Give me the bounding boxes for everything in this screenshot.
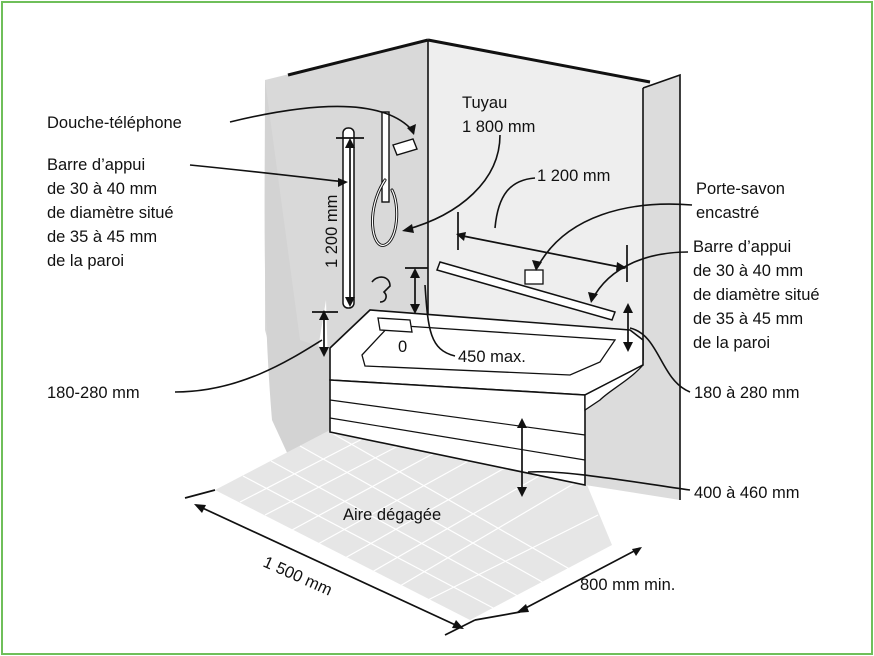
leader-barre-left <box>189 164 346 183</box>
faucet-spout <box>377 317 413 333</box>
label-barre-left-3: de diamètre situé <box>47 204 174 222</box>
leader-porte-savon-arrow <box>532 260 542 271</box>
label-left-180-280: 180-280 mm <box>47 384 140 402</box>
soap-dish <box>524 269 544 285</box>
shower-rail <box>381 111 390 203</box>
dim-vertical-1200-arrow-bottom <box>345 297 355 307</box>
dim-1500 <box>195 504 463 629</box>
dim-800-tick <box>474 611 521 621</box>
left-wall-shade <box>264 80 330 470</box>
leader-h1200 <box>494 177 536 229</box>
dim-800-arrow-left <box>516 604 529 613</box>
leader-douche <box>229 105 413 131</box>
label-horizontal-1200: 1 200 mm <box>537 167 610 185</box>
label-barre-left-4: de 35 à 45 mm <box>47 228 157 246</box>
label-1500: 1 500 mm <box>260 553 334 599</box>
dim-450-arrow-bottom <box>410 304 420 314</box>
dim-450-arrow-top <box>410 268 420 278</box>
dim-right-arrow-top <box>623 303 633 313</box>
dim-1500-arrow-left <box>194 504 206 513</box>
leader-450 <box>424 284 456 357</box>
dim-left-arrow-top <box>319 310 329 320</box>
label-right-180-280: 180 à 280 mm <box>694 384 799 402</box>
label-aire-degagee: Aire dégagée <box>343 506 441 524</box>
label-barre-right-2: de 30 à 40 mm <box>693 262 803 280</box>
mixing-valve <box>371 276 391 303</box>
dim-vertical-1200-arrow-top <box>345 138 355 148</box>
dim-left-arrow-bottom <box>319 347 329 357</box>
label-800-min: 800 mm min. <box>580 576 675 594</box>
label-barre-right-3: de diamètre situé <box>693 286 820 304</box>
bathtub-side <box>584 364 644 412</box>
leader-right-180 <box>629 327 691 393</box>
leader-tuyau-arrow <box>402 224 414 233</box>
label-vertical-1200: 1 200 mm <box>323 195 341 268</box>
label-450-max: 450 max. <box>458 348 526 366</box>
leader-barre-right-arrow <box>588 292 598 303</box>
right-wall <box>585 75 680 500</box>
label-porte-savon-2: encastré <box>696 204 759 222</box>
shower-head <box>392 138 418 156</box>
dim-800-arrow-right <box>632 547 642 556</box>
dim-400-arrow-top <box>517 418 527 428</box>
shower-hose-inner <box>372 179 398 246</box>
label-tuyau-2: 1 800 mm <box>462 118 535 136</box>
leader-porte-savon <box>536 203 693 269</box>
grab-bar-vertical <box>342 127 355 309</box>
leader-barre-right <box>591 251 689 301</box>
label-barre-left-2: de 30 à 40 mm <box>47 180 157 198</box>
bathtub-apron-line-2 <box>329 417 586 461</box>
dim-400-arrow-bottom <box>517 487 527 497</box>
floor <box>215 430 612 620</box>
leader-left-180 <box>174 339 323 393</box>
leader-400 <box>527 470 691 491</box>
leader-douche-arrow <box>407 124 416 135</box>
grab-bar-horizontal <box>436 261 616 321</box>
label-barre-left-5: de la paroi <box>47 252 124 270</box>
label-porte-savon-1: Porte-savon <box>696 180 785 198</box>
label-barre-right-1: Barre d’appui <box>693 238 791 256</box>
label-tuyau-1: Tuyau <box>462 94 507 112</box>
ceiling-edge-back <box>427 38 651 84</box>
dim-h1200-arrow-right <box>616 262 627 271</box>
right-wall-edge <box>642 73 681 500</box>
leader-tuyau <box>404 134 501 231</box>
dim-horizontal-1200 <box>457 234 626 269</box>
label-barre-right-5: de la paroi <box>693 334 770 352</box>
floor-tiles <box>239 431 599 611</box>
dim-1500-tick-right <box>444 619 476 636</box>
leader-barre-left-arrow <box>338 178 348 187</box>
label-400-460: 400 à 460 mm <box>694 484 799 502</box>
ceiling-edge-left <box>287 38 429 77</box>
dim-right-arrow-bottom <box>623 342 633 352</box>
label-zero: 0 <box>398 338 407 356</box>
bathtub-apron-line <box>329 399 586 436</box>
label-barre-right-4: de 35 à 45 mm <box>693 310 803 328</box>
dim-800 <box>517 547 641 613</box>
dim-1500-tick-left <box>184 489 216 499</box>
label-barre-left-1: Barre d’appui <box>47 156 145 174</box>
label-douche-telephone: Douche-téléphone <box>47 114 182 132</box>
